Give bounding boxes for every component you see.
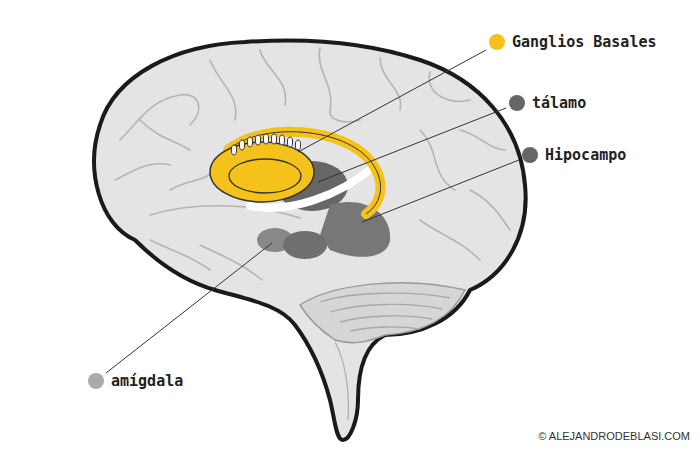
basal-ganglia bbox=[210, 142, 314, 202]
structure-label: amígdala bbox=[111, 372, 183, 390]
basal-ganglia-teeth bbox=[231, 134, 300, 155]
watermark: © ALEJANDRODEBLASI.COM bbox=[538, 429, 690, 443]
cerebellum-folds bbox=[320, 293, 450, 331]
hippocampus bbox=[320, 202, 390, 257]
label-dots bbox=[88, 34, 538, 389]
cerebellum bbox=[300, 283, 465, 343]
structure-label: Hipocampo bbox=[545, 146, 626, 164]
brain-outline bbox=[94, 40, 525, 440]
brainstem bbox=[335, 342, 348, 420]
amygdala bbox=[283, 231, 327, 259]
basal-ganglia-inner bbox=[229, 159, 301, 193]
gyri bbox=[115, 48, 510, 280]
leader-lines bbox=[106, 50, 519, 373]
structure-label: tálamo bbox=[532, 94, 586, 112]
structure-label: Ganglios Basales bbox=[512, 33, 657, 51]
